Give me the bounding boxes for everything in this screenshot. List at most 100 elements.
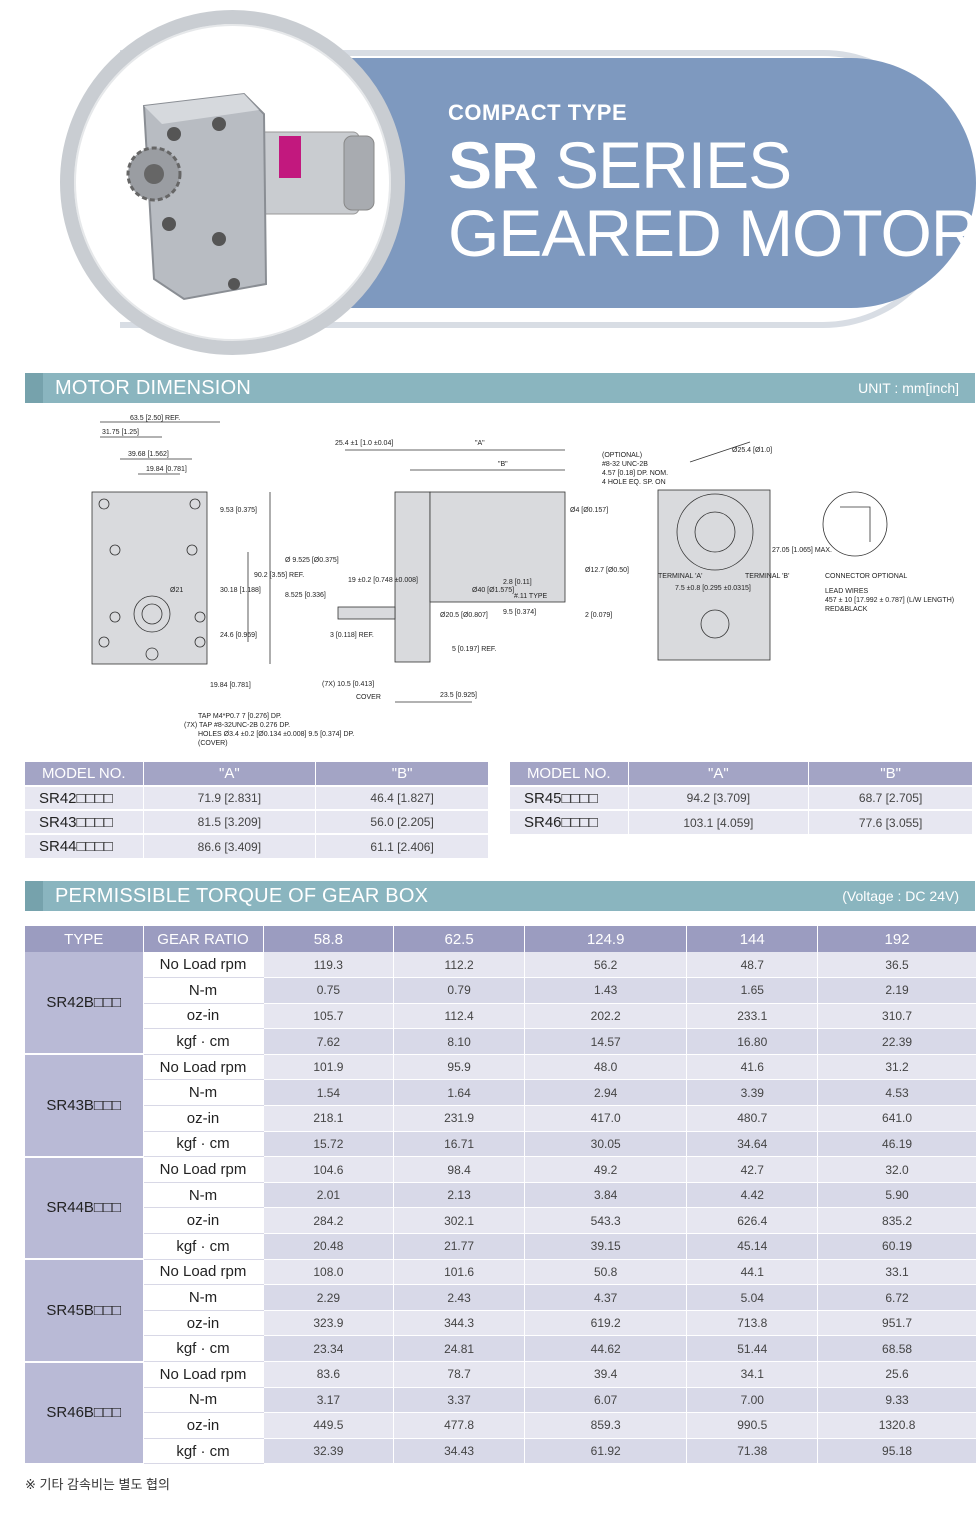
value-cell: 990.5: [686, 1412, 819, 1439]
model-cell: SR44□□□□: [25, 833, 144, 858]
value-cell: 2.13: [393, 1182, 525, 1209]
value-cell: 83.6: [263, 1361, 395, 1388]
value-cell: 3.37: [393, 1387, 525, 1414]
unit-cell: N-m: [143, 1079, 264, 1107]
value-cell: 2.43: [393, 1284, 525, 1311]
value-cell: 20.48: [263, 1233, 395, 1260]
model-cell: SR42□□□□: [25, 785, 144, 810]
value-cell: 302.1: [393, 1207, 525, 1235]
value-cell: 24.81: [393, 1335, 525, 1362]
dim-label: 8.525 [0.336]: [285, 592, 326, 599]
value-cell: 21.77: [393, 1233, 525, 1260]
a-cell: 103.1 [4.059]: [628, 809, 810, 834]
value-cell: 218.1: [263, 1105, 395, 1132]
motor-photo-icon: [126, 92, 375, 301]
unit-cell: kgf · cm: [143, 1335, 264, 1362]
value-cell: 626.4: [686, 1207, 819, 1235]
value-cell: 4.37: [524, 1284, 688, 1311]
unit-cell: N-m: [143, 1284, 264, 1311]
a-cell: 94.2 [3.709]: [628, 785, 810, 810]
terminal-label: TERMINAL 'A': [658, 573, 702, 580]
value-cell: 231.9: [393, 1105, 525, 1132]
value-cell: 48.7: [686, 952, 819, 979]
value-cell: 33.1: [817, 1259, 977, 1286]
series-rest: SERIES: [537, 128, 792, 202]
value-cell: 2.19: [817, 977, 977, 1004]
value-cell: 61.92: [524, 1438, 688, 1465]
unit-cell: kgf · cm: [143, 1131, 264, 1158]
dim-label: 9.5 [0.374]: [503, 609, 536, 616]
col-header: "B": [315, 762, 489, 786]
unit-cell: oz-in: [143, 1310, 264, 1337]
value-cell: 543.3: [524, 1207, 688, 1235]
value-cell: 641.0: [817, 1105, 977, 1132]
unit-cell: No Load rpm: [143, 1054, 264, 1081]
value-cell: 6.72: [817, 1284, 977, 1311]
unit-cell: No Load rpm: [143, 1361, 264, 1388]
dim-label: 90.2 [3.55] REF.: [254, 572, 304, 579]
hero-subtitle: COMPACT TYPE: [448, 100, 628, 125]
value-cell: 56.2: [524, 952, 688, 979]
unit-cell: oz-in: [143, 1207, 264, 1235]
value-cell: 46.19: [817, 1131, 977, 1158]
value-cell: 2.29: [263, 1284, 395, 1311]
value-cell: 104.6: [263, 1156, 395, 1183]
b-cell: 77.6 [3.055]: [808, 809, 973, 834]
dim-label: "A": [475, 440, 485, 447]
value-cell: 44.62: [524, 1335, 688, 1362]
tap-note: (COVER): [198, 740, 228, 747]
value-cell: 5.90: [817, 1182, 977, 1209]
value-cell: 2.94: [524, 1079, 688, 1107]
dim-label: Ø4 [Ø0.157]: [570, 507, 608, 514]
dim-label: 7.5 ±0.8 [0.295 ±0.0315]: [675, 585, 751, 592]
tap-note: (7X) TAP #8-32UNC-2B 0.276 DP.: [184, 722, 290, 729]
value-cell: 4.53: [817, 1079, 977, 1107]
dim-label: 31.75 [1.25]: [102, 429, 139, 436]
col-header: "A": [628, 762, 810, 786]
value-cell: 108.0: [263, 1259, 395, 1286]
tap-note: HOLES Ø3.4 ±0.2 [Ø0.134 ±0.008] 9.5 [0.3…: [198, 731, 354, 738]
value-cell: 31.2: [817, 1054, 977, 1081]
value-cell: 95.18: [817, 1438, 977, 1465]
value-cell: 3.17: [263, 1387, 395, 1414]
dim-label: 39.68 [1.562]: [128, 451, 169, 458]
section-title: PERMISSIBLE TORQUE OF GEAR BOX: [55, 885, 429, 907]
value-cell: 101.9: [263, 1054, 395, 1081]
hero-banner: COMPACT TYPE SR SERIES GEARED MOTOR: [0, 0, 980, 360]
value-cell: 619.2: [524, 1310, 688, 1337]
section-tab: [25, 881, 43, 911]
unit-cell: No Load rpm: [143, 952, 264, 979]
col-header: 58.8: [263, 926, 395, 952]
type-cell: SR44B□□□: [25, 1156, 144, 1261]
unit-cell: oz-in: [143, 1003, 264, 1030]
dim-label: Ø25.4 [Ø1.0]: [732, 447, 772, 454]
value-cell: 8.10: [393, 1028, 525, 1055]
opt-note: 4.57 [0.18] DP. NOM.: [602, 470, 668, 477]
value-cell: 0.75: [263, 977, 395, 1004]
value-cell: 32.0: [817, 1156, 977, 1183]
col-header: 62.5: [393, 926, 525, 952]
value-cell: 98.4: [393, 1156, 525, 1183]
value-cell: 951.7: [817, 1310, 977, 1337]
value-cell: 3.84: [524, 1182, 688, 1209]
torque-header: PERMISSIBLE TORQUE OF GEAR BOX (Voltage …: [25, 881, 975, 911]
value-cell: 3.39: [686, 1079, 819, 1107]
col-header: "A": [143, 762, 317, 786]
col-header: 144: [686, 926, 819, 952]
value-cell: 5.04: [686, 1284, 819, 1311]
value-cell: 480.7: [686, 1105, 819, 1132]
a-cell: 86.6 [3.409]: [143, 833, 317, 858]
table-row: SR43□□□□ 81.5 [3.209] 56.0 [2.205]: [25, 809, 489, 834]
value-cell: 78.7: [393, 1361, 525, 1388]
unit-label: UNIT : mm[inch]: [858, 380, 959, 396]
value-cell: 7.62: [263, 1028, 395, 1055]
dim-label: 5 [0.197] REF.: [452, 646, 496, 653]
